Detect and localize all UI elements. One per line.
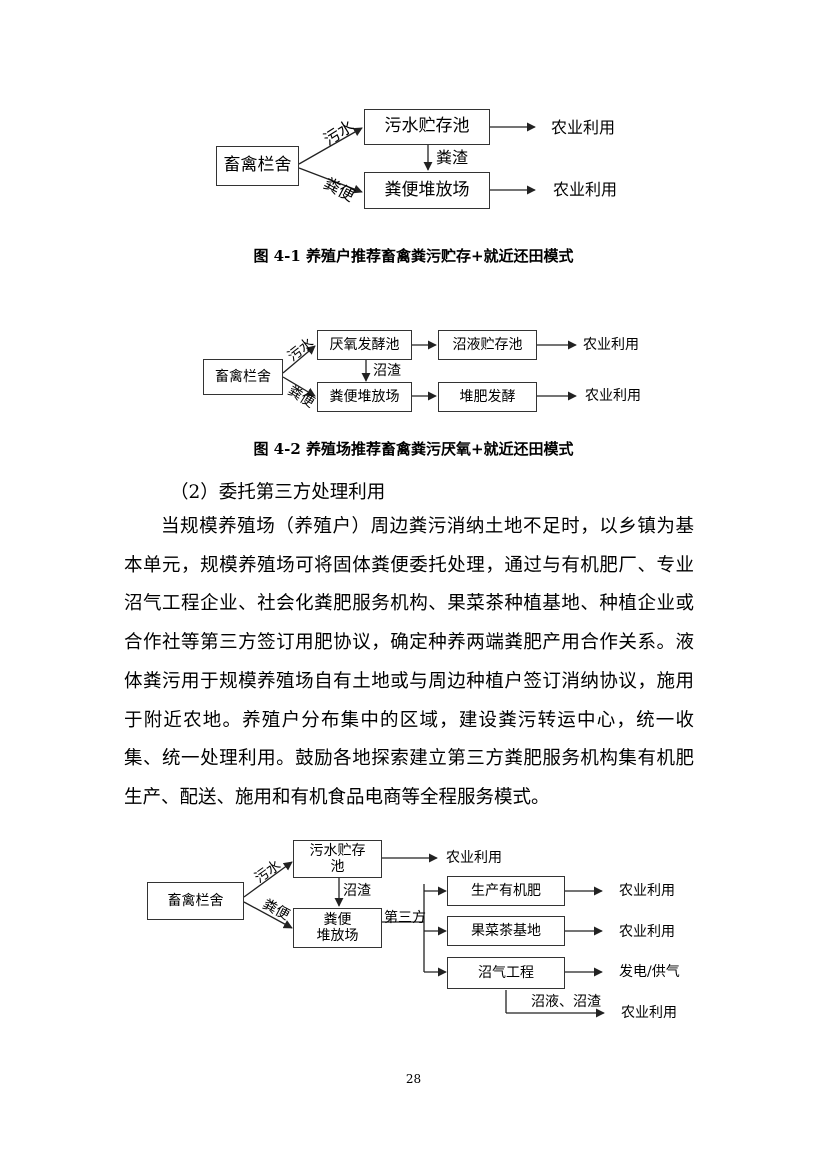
fig3-edge-label-wastewater: 污水 [251, 857, 285, 887]
fig3-slurry-label: 沼液、沼渣 [531, 994, 601, 1010]
fig3-source-box: 畜禽栏舍 [147, 882, 244, 920]
figure-1-caption: 图 4-1 养殖户推荐畜禽粪污贮存+就近还田模式 [253, 247, 574, 265]
fig2-anaerobic-tank-box: 厌氧发酵池 [317, 330, 412, 360]
fig2-compost-box: 堆肥发酵 [438, 382, 537, 412]
figure-2-caption: 图 4-2 养殖场推荐畜禽粪污厌氧+就近还田模式 [253, 440, 574, 458]
fig2-source-box: 畜禽栏舍 [203, 359, 283, 395]
fig3-wastewater-tank-box: 污水贮存 池 [293, 840, 382, 878]
fig3-pile-line2: 堆放场 [316, 928, 359, 944]
fig2-edge-label-manure: 粪便 [284, 382, 318, 412]
fig2-manure-pile-box: 粪便堆放场 [317, 382, 412, 412]
fig1-edge-label-manure: 粪便 [320, 173, 358, 206]
fig2-output-upper: 农业利用 [583, 337, 639, 353]
fig3-output-tank: 农业利用 [446, 850, 502, 866]
fig3-orchard-box: 果菜茶基地 [447, 916, 565, 946]
fig3-edge-label-manure: 粪便 [259, 896, 293, 924]
fig3-edge-label-residue: 沼渣 [343, 883, 371, 899]
fig3-output-fertilizer: 农业利用 [619, 883, 675, 899]
fig3-manure-pile-box: 粪便 堆放场 [293, 908, 382, 948]
fig3-tank-line1: 污水贮存 [309, 842, 366, 859]
fig3-biogas-box: 沼气工程 [447, 957, 565, 989]
fig3-fertilizer-box: 生产有机肥 [447, 876, 565, 906]
fig1-output-upper: 农业利用 [551, 118, 616, 137]
page-number: 28 [405, 1072, 422, 1086]
fig3-output-biogas: 发电/供气 [619, 964, 680, 980]
fig2-edge-label-residue: 沼渣 [373, 363, 401, 379]
fig3-tank-line2: 池 [330, 859, 345, 875]
fig1-edge-label-residue: 粪渣 [436, 148, 469, 167]
fig3-output-orchard: 农业利用 [619, 924, 675, 940]
fig1-manure-pile-box: 粪便堆放场 [364, 172, 490, 209]
fig2-slurry-tank-box: 沼液贮存池 [438, 330, 537, 360]
fig1-output-lower: 农业利用 [553, 180, 618, 199]
fig1-source-box: 畜禽栏舍 [216, 146, 299, 186]
fig2-output-lower: 农业利用 [585, 388, 641, 404]
fig2-edge-label-wastewater: 污水 [285, 335, 317, 365]
body-paragraph: 当规模养殖场（养殖户）周边粪污消纳土地不足时，以乡镇为基本单元，规模养殖场可将固… [124, 516, 694, 808]
fig3-output-slurry: 农业利用 [621, 1005, 677, 1021]
fig3-third-party-label: 第三方 [384, 910, 426, 926]
section-heading: （2）委托第三方处理利用 [170, 482, 386, 503]
fig3-pile-line1: 粪便 [323, 911, 352, 928]
fig1-edge-label-wastewater: 污水 [320, 116, 358, 150]
fig1-wastewater-tank-box: 污水贮存池 [364, 109, 490, 145]
